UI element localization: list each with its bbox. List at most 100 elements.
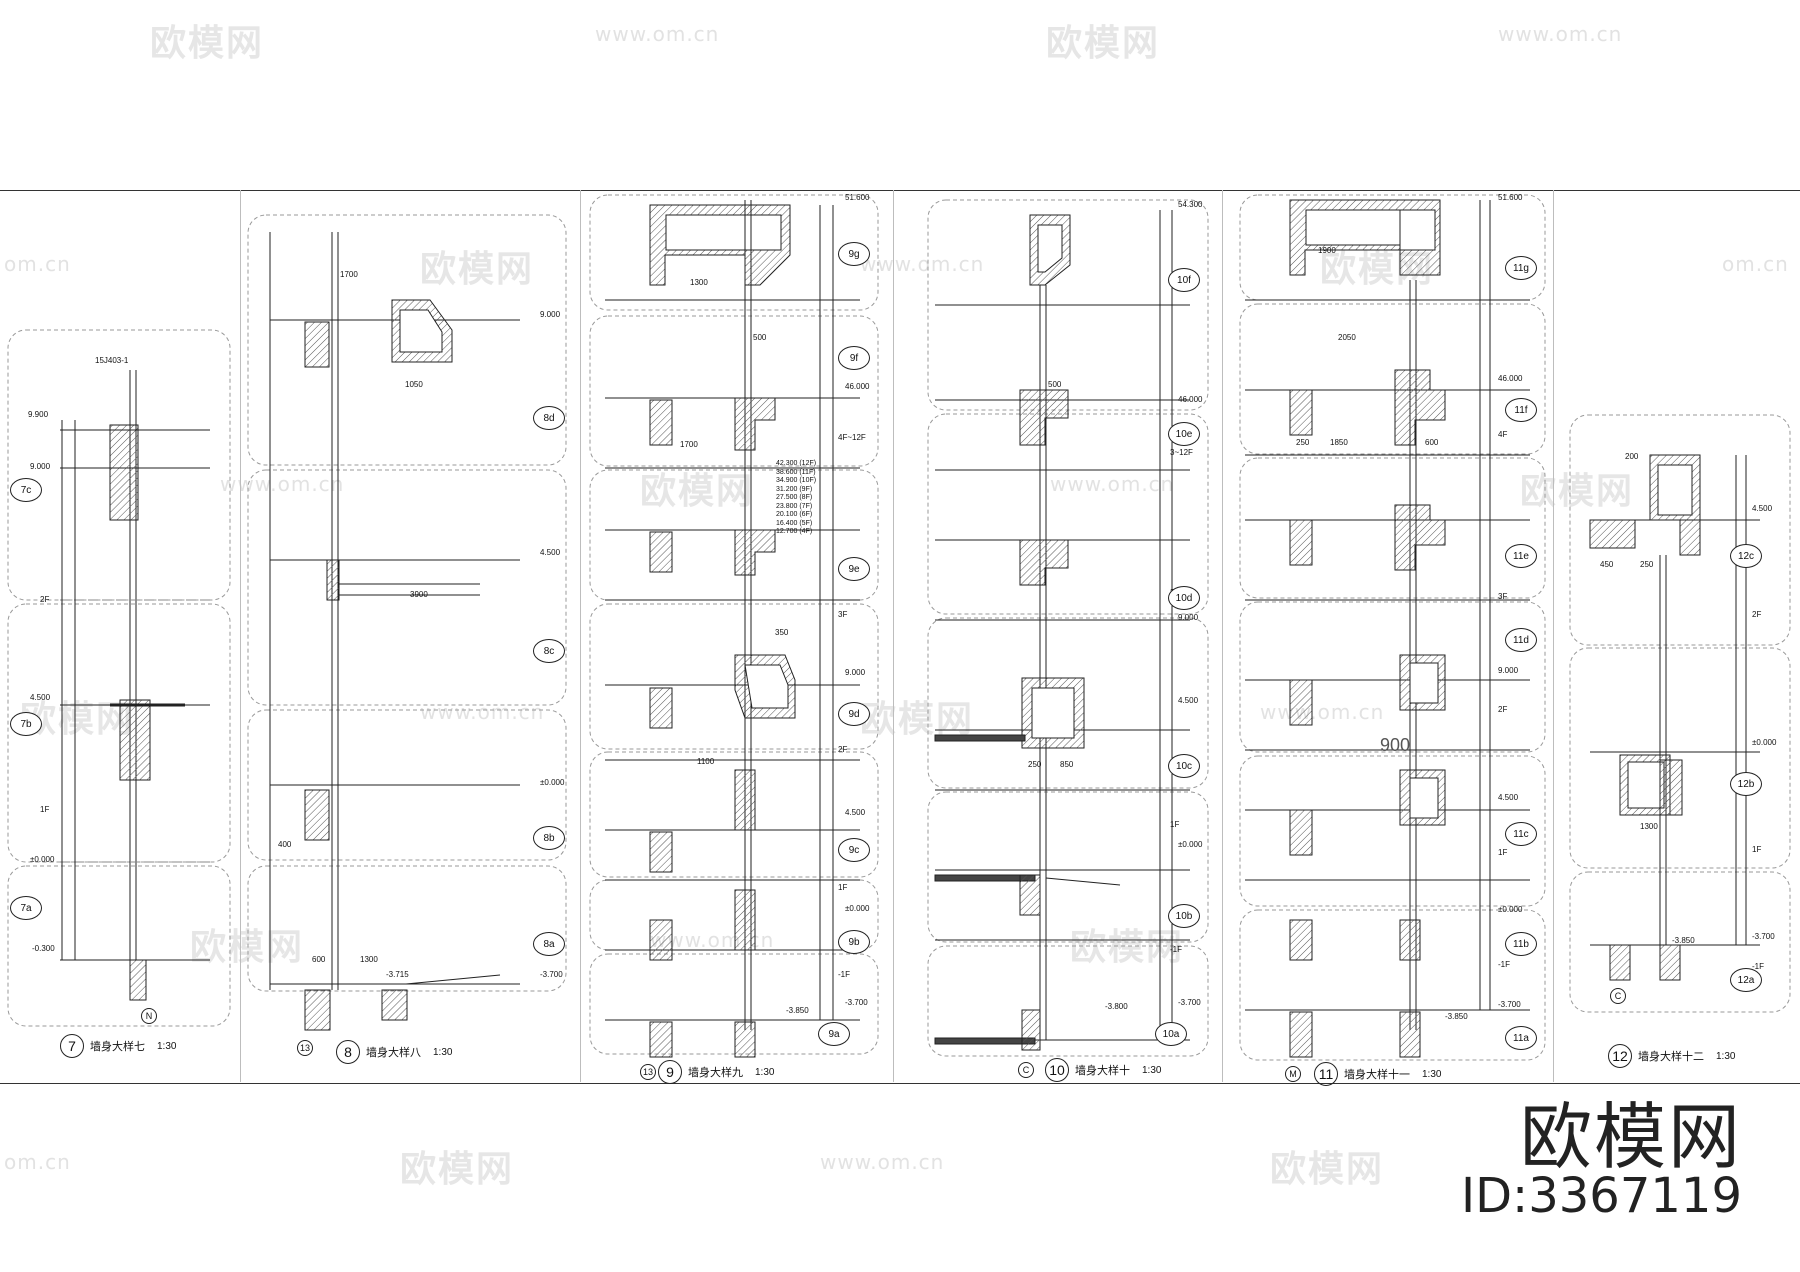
- watermark-url: om.cn: [1722, 252, 1789, 276]
- detail-tag: 11b: [1505, 932, 1537, 956]
- axis-marker: 13: [640, 1064, 656, 1080]
- panel-divider: [580, 190, 581, 1082]
- elevation-label: ±0.000: [1752, 738, 1777, 747]
- elevation-label: 54.300: [1178, 200, 1203, 209]
- detail-scale: 1:30: [1716, 1050, 1736, 1062]
- watermark-url: om.cn: [4, 252, 71, 276]
- detail-title: 墙身大样十: [1075, 1065, 1130, 1077]
- detail-tag: 7c: [10, 478, 42, 502]
- floor-label: 2F: [40, 595, 50, 604]
- floor-label: -1F: [838, 970, 850, 979]
- detail-tag: 9f: [838, 346, 870, 370]
- detail-number: 9: [658, 1060, 682, 1084]
- floor-label: 4F~12F: [838, 433, 866, 442]
- detail-number: 12: [1608, 1044, 1632, 1068]
- detail-tag: 9a: [818, 1022, 850, 1046]
- watermark-url: www.om.cn: [1050, 472, 1175, 496]
- detail-scale: 1:30: [157, 1040, 177, 1052]
- elevation-label: 46.000: [845, 382, 870, 391]
- dimension-label: 850: [1060, 760, 1074, 769]
- dimension-label: 1050: [405, 380, 423, 389]
- watermark-logo: 欧模网: [420, 249, 535, 290]
- elevation-label: 9.000: [1498, 666, 1519, 675]
- floor-elev-item: 27.500 (8F): [776, 494, 813, 501]
- dimension-label: 1700: [680, 440, 698, 449]
- detail-title: 墙身大样七: [90, 1041, 145, 1053]
- elevation-label: -3.850: [1445, 1012, 1468, 1021]
- elevation-label: 4.500: [1178, 696, 1199, 705]
- elevation-label: ±0.000: [1498, 905, 1523, 914]
- floor-label: 2F: [1752, 610, 1762, 619]
- elevation-label: -0.300: [32, 944, 55, 953]
- detail-number: 11: [1314, 1062, 1338, 1086]
- dimension-label: 1300: [690, 278, 708, 287]
- elevation-label: -3.715: [386, 970, 409, 979]
- watermark-logo: 欧模网: [860, 699, 975, 740]
- watermark-logo: 欧模网: [400, 1149, 515, 1190]
- detail-tag: 9e: [838, 557, 870, 581]
- detail-tag: 11f: [1505, 398, 1537, 422]
- axis-marker: N: [141, 1008, 157, 1024]
- elevation-label: 4.500: [540, 548, 561, 557]
- elevation-label: 4.500: [845, 808, 866, 817]
- dimension-label: 500: [1048, 380, 1062, 389]
- detail-tag: 9d: [838, 702, 870, 726]
- dimension-label: 1700: [340, 270, 358, 279]
- floor-label: -1F: [1170, 945, 1182, 954]
- panel-divider: [240, 190, 241, 1082]
- elevation-label: -3.800: [1105, 1002, 1128, 1011]
- floor-elev-item: 16.400 (5F): [776, 519, 813, 527]
- elevation-label: -3.700: [540, 970, 563, 979]
- detail-tag: 10e: [1168, 422, 1200, 446]
- detail-title: 墙身大样十一: [1344, 1069, 1410, 1081]
- floor-label: 1F: [40, 805, 50, 814]
- detail-tag: 9b: [838, 930, 870, 954]
- detail-number: 8: [336, 1040, 360, 1064]
- reference-code: 15J403-1: [95, 356, 129, 365]
- elevation-label: 4.500: [1752, 504, 1773, 513]
- detail-tag: 11a: [1505, 1026, 1537, 1050]
- elevation-label: ±0.000: [540, 778, 565, 787]
- panel-divider: [893, 190, 894, 1082]
- panel-divider: [1222, 190, 1223, 1082]
- elevation-label: 4.500: [30, 693, 51, 702]
- watermark-logo: 欧模网: [190, 927, 305, 968]
- floor-label: 1F: [1170, 820, 1180, 829]
- elevation-label: 51.600: [1498, 193, 1523, 202]
- dimension-label: 200: [1625, 452, 1639, 461]
- detail-tag: 8c: [533, 639, 565, 663]
- floor-label: 3~12F: [1170, 448, 1193, 457]
- elevation-label: ±0.000: [845, 904, 870, 913]
- detail-tag: 12b: [1730, 772, 1762, 796]
- floor-label: 3F: [838, 610, 848, 619]
- detail-scale: 1:30: [755, 1066, 775, 1078]
- panel-title: 8 墙身大样八 1:30: [336, 1040, 452, 1064]
- floor-label: 1F: [1752, 845, 1762, 854]
- panel-title: 10 墙身大样十 1:30: [1045, 1058, 1161, 1082]
- detail-number: 7: [60, 1034, 84, 1058]
- dimension-label: 250: [1296, 438, 1310, 447]
- elevation-label: -3.850: [1672, 936, 1695, 945]
- elevation-label: 4.500: [1498, 793, 1519, 802]
- elevation-label: 46.000: [1178, 395, 1203, 404]
- dimension-label: 600: [1425, 438, 1439, 447]
- detail-tag: 10d: [1168, 586, 1200, 610]
- detail-title: 墙身大样九: [688, 1067, 743, 1079]
- floor-elev-item: 38.600 (11F): [776, 468, 816, 476]
- elevation-label: -3.700: [845, 998, 868, 1007]
- floor-label: -1F: [1752, 962, 1764, 971]
- detail-tag: 7a: [10, 896, 42, 920]
- dimension-label: 2050: [1338, 333, 1356, 342]
- watermark-url: www.om.cn: [860, 252, 985, 276]
- elevation-label: ±0.000: [30, 855, 55, 864]
- detail-scale: 1:30: [1422, 1068, 1442, 1080]
- dimension-label: 400: [278, 840, 292, 849]
- drawing-sheet: [0, 190, 1800, 1084]
- elevation-label: 9.000: [1178, 613, 1199, 622]
- watermark-logo: 欧模网: [1070, 927, 1185, 968]
- floor-label: 1F: [1498, 848, 1508, 857]
- axis-marker: C: [1610, 988, 1626, 1004]
- watermark-url: www.om.cn: [595, 22, 720, 46]
- axis-marker: 13: [297, 1040, 313, 1056]
- detail-title: 墙身大样八: [366, 1047, 421, 1059]
